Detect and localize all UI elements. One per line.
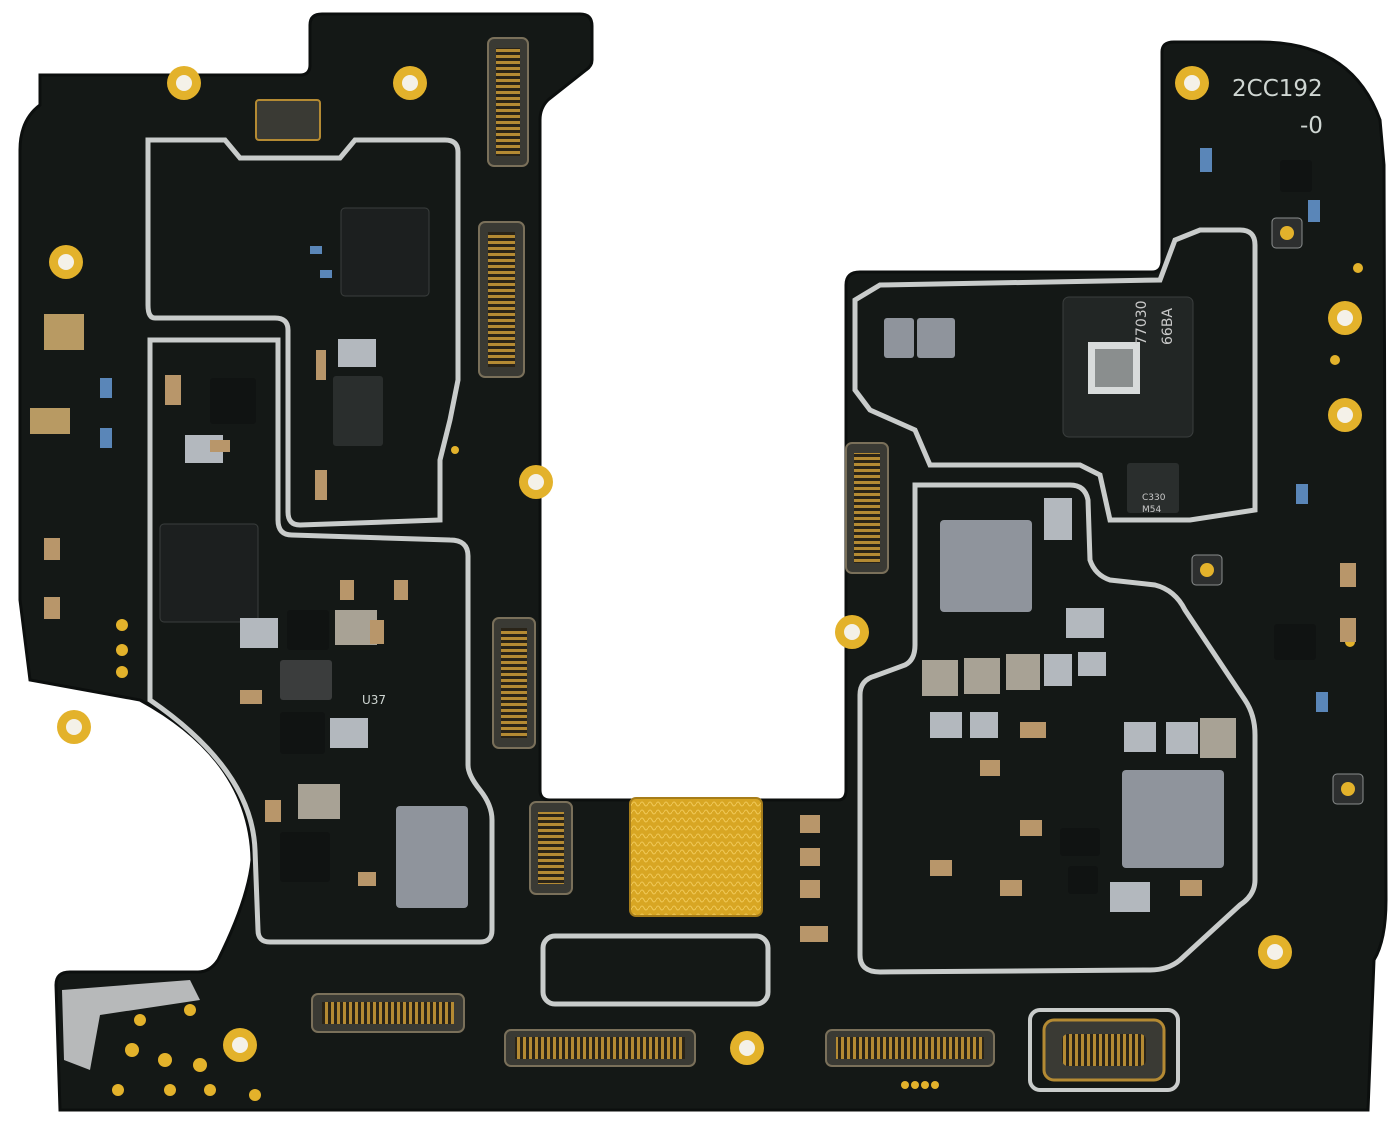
metallic-inductors [298, 610, 1236, 819]
ics [159, 160, 1316, 908]
gold-shield-can [629, 797, 763, 917]
shield-frame-left-top [145, 137, 461, 528]
chip-main-marking-line1: 77030 [1134, 300, 1150, 345]
shield-frame-right-bottom [857, 482, 1258, 975]
part-number-line2: -0 [1300, 113, 1323, 139]
flex-solder-pad [62, 980, 200, 1070]
part-number-line1: 2CC192 [1232, 76, 1323, 102]
mounting-holes [49, 66, 1362, 1065]
chip-small-marking-line2: M54 [1142, 505, 1161, 515]
ref-designator-u37: U37 [362, 693, 386, 707]
shield-frame-bottom-center [540, 933, 771, 1007]
sensor-module [255, 99, 321, 141]
test-pads [112, 263, 1363, 1101]
capacitors [30, 350, 1356, 942]
shield-frame-right-top [852, 227, 1258, 523]
blue-components [100, 148, 1328, 712]
connectors [311, 37, 1166, 1082]
chip-small-marking-line1: C330 [1142, 493, 1166, 503]
chip-main-marking-line2: 66BA [1160, 308, 1176, 345]
edge-pad [44, 314, 84, 350]
grey-components [185, 339, 1198, 912]
shield-frame-corner-connector [1028, 1008, 1180, 1092]
rf-connectors [1191, 217, 1364, 805]
shield-frame-left-bottom [147, 337, 495, 945]
